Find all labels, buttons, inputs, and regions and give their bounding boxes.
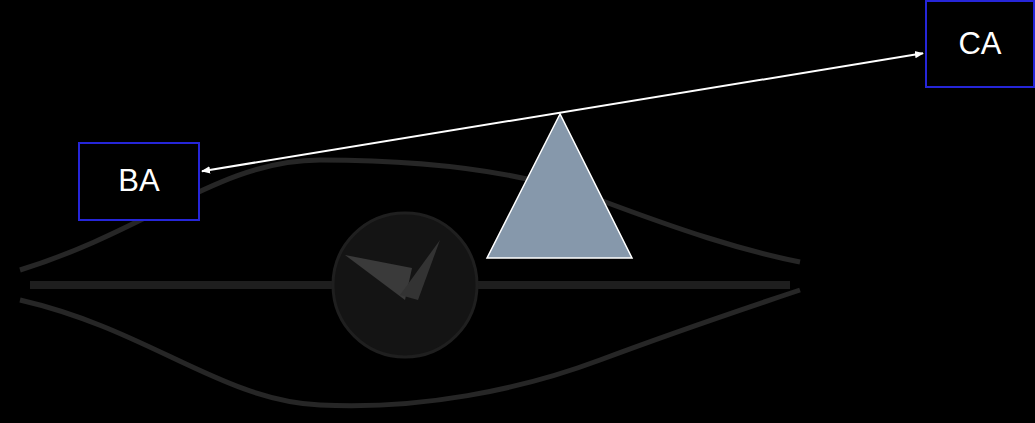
clock-hand	[400, 240, 440, 300]
fulcrum-triangle	[487, 114, 632, 258]
label-box: CA	[925, 0, 1035, 88]
box-label: CA	[958, 27, 1001, 61]
eye-clock	[20, 160, 800, 406]
box-label: BA	[118, 164, 159, 198]
clock-face	[333, 213, 477, 357]
label-box: BA	[78, 142, 200, 221]
